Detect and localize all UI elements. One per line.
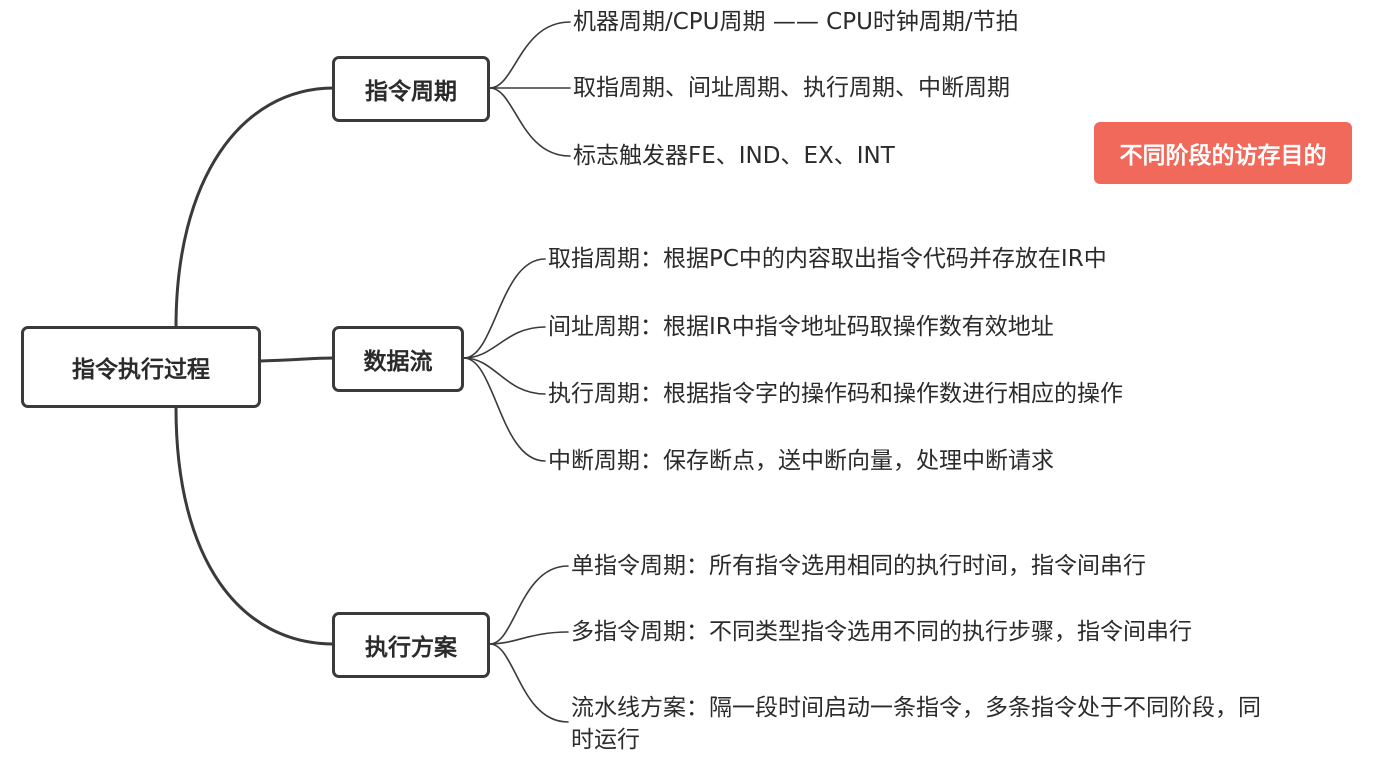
branch-node-instruction-cycle[interactable]: 指令周期 — [332, 56, 490, 122]
branch-node-label: 执行方案 — [365, 635, 457, 661]
leaf-node: 取指周期：根据PC中的内容取出指令代码并存放在IR中 — [548, 246, 1107, 272]
leaf-node: 流水线方案：隔一段时间启动一条指令，多条指令处于不同阶段，同时运行 — [571, 695, 1261, 753]
leaf-node: 间址周期：根据IR中指令地址码取操作数有效地址 — [548, 314, 1054, 340]
edge-root-branch-3 — [174, 406, 336, 646]
leaf-node: 标志触发器FE、IND、EX、INT — [573, 143, 895, 169]
edge-branch-3-leaf-1 — [489, 565, 569, 645]
callout-tag[interactable]: 不同阶段的访存目的 — [1094, 122, 1352, 184]
leaf-node: 中断周期：保存断点，送中断向量，处理中断请求 — [548, 448, 1054, 474]
edge-branch-2-leaf-2 — [463, 326, 546, 359]
edge-branch-1-leaf-3 — [489, 87, 571, 157]
edge-root-branch-2 — [258, 356, 336, 363]
edge-root-branch-1 — [174, 86, 336, 329]
branch-node-label: 指令周期 — [365, 79, 457, 105]
branch-node-execution-scheme[interactable]: 执行方案 — [332, 612, 490, 678]
branch-node-label: 数据流 — [363, 349, 433, 375]
edge-branch-3-leaf-2 — [489, 631, 569, 645]
leaf-node: 单指令周期：所有指令选用相同的执行时间，指令间串行 — [571, 553, 1146, 579]
leaf-node: 多指令周期：不同类型指令选用不同的执行步骤，指令间串行 — [571, 619, 1192, 645]
root-node-label: 指令执行过程 — [72, 357, 210, 383]
callout-tag-label: 不同阶段的访存目的 — [1119, 143, 1327, 169]
leaf-node: 机器周期/CPU周期 —— CPU时钟周期/节拍 — [573, 9, 1019, 35]
edge-branch-2-leaf-3 — [463, 357, 546, 395]
edge-branch-3-leaf-3 — [489, 643, 569, 723]
edge-branch-2-leaf-4 — [463, 357, 546, 462]
edge-branch-1-leaf-1 — [489, 21, 571, 89]
root-node[interactable]: 指令执行过程 — [21, 326, 261, 408]
branch-node-data-flow[interactable]: 数据流 — [332, 326, 464, 392]
edge-branch-2-leaf-1 — [463, 258, 546, 359]
leaf-node: 取指周期、间址周期、执行周期、中断周期 — [573, 75, 1010, 101]
leaf-node: 执行周期：根据指令字的操作码和操作数进行相应的操作 — [548, 381, 1123, 407]
